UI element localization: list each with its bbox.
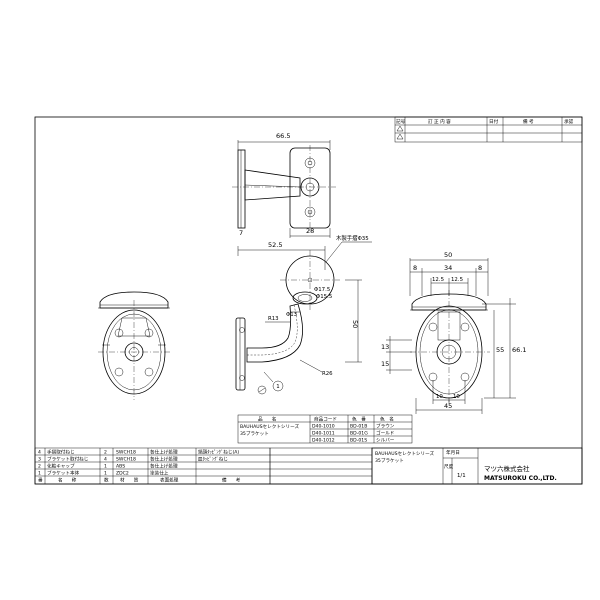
dim-front-661: 66.1 bbox=[512, 346, 526, 354]
dim-top-depth: 28 bbox=[306, 227, 314, 235]
pt-header-colorno: 色 番 bbox=[352, 416, 366, 423]
title-scale-value: 1/1 bbox=[457, 473, 466, 479]
pt-header-color: 色 名 bbox=[380, 416, 394, 423]
dim-front-55: 55 bbox=[496, 346, 504, 354]
pl-qty-4: 1 bbox=[104, 471, 107, 477]
pt-color-2: ゴールド bbox=[376, 430, 394, 437]
pl-mat-3: ABS bbox=[116, 464, 125, 470]
front-view: 50 34 8 8 12.5 12.5 13 bbox=[381, 251, 526, 414]
pl-no-1: 4 bbox=[38, 450, 41, 456]
pl-header-finish: 表面処理 bbox=[160, 477, 179, 484]
dim-front-15: 15 bbox=[381, 360, 389, 368]
pt-color-3: シルバー bbox=[376, 438, 395, 444]
pl-name-1: 手摺取付ねじ bbox=[47, 449, 75, 456]
title-scale-label: 尺度 bbox=[444, 463, 454, 470]
pl-mat-4: ZDC2 bbox=[116, 471, 129, 477]
pl-header-note: 備 考 bbox=[222, 477, 241, 484]
dim-front-45: 45 bbox=[444, 402, 452, 410]
revision-triangle-icon bbox=[396, 133, 404, 140]
rev-date-label: 日付 bbox=[489, 118, 499, 125]
callout-handrail: 木製手摺Φ35 bbox=[336, 234, 369, 242]
pl-name-3: 化粧キャップ bbox=[47, 463, 75, 470]
rev-remarks-label: 備 考 bbox=[523, 118, 534, 125]
dim-top-width: 66.5 bbox=[276, 132, 290, 140]
blank-grid bbox=[269, 447, 373, 485]
title-block: BAUHAUSセレクトシリーズ 35ブラケット 年月日 尺度 1/1 マツ六株式… bbox=[371, 447, 583, 485]
dim-front-34: 34 bbox=[444, 264, 452, 272]
pt-name-line1: BAUHAUSセレクトシリーズ bbox=[240, 423, 299, 430]
dim-bend-r: R13 bbox=[268, 316, 279, 322]
sheet-border bbox=[34, 116, 583, 485]
pl-header-material: 材 質 bbox=[120, 477, 139, 484]
part-balloon bbox=[272, 380, 284, 392]
pl-finish-1: 各仕上げ処理 bbox=[150, 449, 178, 456]
title-date-label: 年月日 bbox=[446, 449, 460, 456]
pl-finish-4: 塗装仕上 bbox=[150, 470, 169, 477]
dim-front-10a: 10 bbox=[436, 394, 443, 400]
pl-mat-2: SWCH18 bbox=[116, 457, 136, 463]
dim-arm-dia: Φ13 bbox=[286, 312, 297, 318]
pt-code-2: D40-1011 bbox=[312, 431, 335, 437]
dim-ring-inner: Φ15.5 bbox=[316, 294, 332, 300]
pl-no-3: 2 bbox=[38, 464, 41, 470]
product-table: 品 名 商品コード 色 番 色 名 BAUHAUSセレクトシリーズ 35ブラケッ… bbox=[237, 414, 413, 444]
pt-header-name: 品 名 bbox=[258, 416, 276, 423]
pl-note-2: 皿ﾀｯﾋﾟﾝｸﾞねじ bbox=[198, 456, 228, 463]
title-name-line2: 35ブラケット bbox=[375, 457, 404, 464]
pl-mat-1: SWCH18 bbox=[116, 450, 136, 456]
dim-bottom-r: R26 bbox=[322, 371, 333, 377]
pt-colorno-2: BD-01G bbox=[350, 431, 368, 437]
pt-header-code: 商品コード bbox=[314, 416, 337, 423]
pl-header-no: 番 bbox=[38, 477, 43, 484]
side-view: 52.5 木製手摺Φ35 Φ17.5 Φ15.5 50 R13 Φ13 R bbox=[235, 234, 372, 395]
dim-side-reach: 52.5 bbox=[268, 241, 282, 249]
dim-front-125b: 12.5 bbox=[451, 277, 463, 283]
dim-front-8b: 8 bbox=[478, 264, 482, 272]
title-name-line1: BAUHAUSセレクトシリーズ bbox=[375, 450, 434, 457]
pt-code-3: D40-1012 bbox=[312, 438, 335, 444]
top-view: 66.5 28 7 bbox=[232, 132, 336, 238]
pt-colorno-3: BD-01S bbox=[350, 438, 367, 444]
revision-triangle-icon bbox=[396, 125, 404, 132]
pl-note-1: 鍋頭ﾀｯﾋﾟﾝｸﾞねじ(A) bbox=[198, 449, 239, 456]
left-view bbox=[98, 291, 170, 400]
pt-name-line2: 35ブラケット bbox=[240, 430, 269, 437]
revision-table: 記号 訂 正 内 容 日付 備 考 承認 bbox=[394, 116, 583, 143]
pl-no-4: 1 bbox=[38, 471, 41, 477]
pl-finish-3: 各仕上げ処理 bbox=[150, 463, 178, 470]
balloon-1: 1 bbox=[276, 384, 279, 390]
pt-code-1: D40-1010 bbox=[312, 424, 335, 430]
rev-content-label: 訂 正 内 容 bbox=[428, 118, 451, 125]
dim-front-top: 50 bbox=[444, 251, 452, 259]
dim-front-8a: 8 bbox=[413, 264, 417, 272]
dim-front-10b: 10 bbox=[453, 394, 460, 400]
rev-mark-label: 記号 bbox=[396, 118, 406, 125]
pl-name-2: ブラケット取付ねじ bbox=[47, 456, 89, 463]
rev-approval-label: 承認 bbox=[564, 118, 574, 125]
pl-header-qty: 数 bbox=[104, 477, 109, 484]
company-name-jp: マツ六株式会社 bbox=[484, 464, 530, 473]
pl-no-2: 3 bbox=[38, 457, 41, 463]
dim-front-13: 13 bbox=[381, 343, 389, 351]
pl-name-4: ブラケット本体 bbox=[47, 470, 80, 477]
pl-qty-2: 4 bbox=[104, 457, 107, 463]
parts-list: 4 手摺取付ねじ 2 SWCH18 各仕上げ処理 鍋頭ﾀｯﾋﾟﾝｸﾞねじ(A) … bbox=[34, 447, 271, 485]
dim-top-small: 7 bbox=[239, 229, 243, 237]
pl-qty-1: 2 bbox=[104, 450, 107, 456]
dim-ring-dia: Φ17.5 bbox=[314, 287, 330, 293]
pl-header-name: 名 称 bbox=[58, 477, 77, 484]
dim-side-height: 50 bbox=[351, 320, 359, 328]
pl-finish-2: 各仕上げ処理 bbox=[150, 456, 178, 463]
pt-color-1: ブラウン bbox=[376, 423, 395, 430]
company-name-en: MATSUROKU CO.,LTD. bbox=[484, 475, 557, 482]
pl-qty-3: 1 bbox=[104, 464, 107, 470]
pt-colorno-1: BD-01B bbox=[350, 424, 367, 430]
dim-front-125a: 12.5 bbox=[432, 277, 444, 283]
